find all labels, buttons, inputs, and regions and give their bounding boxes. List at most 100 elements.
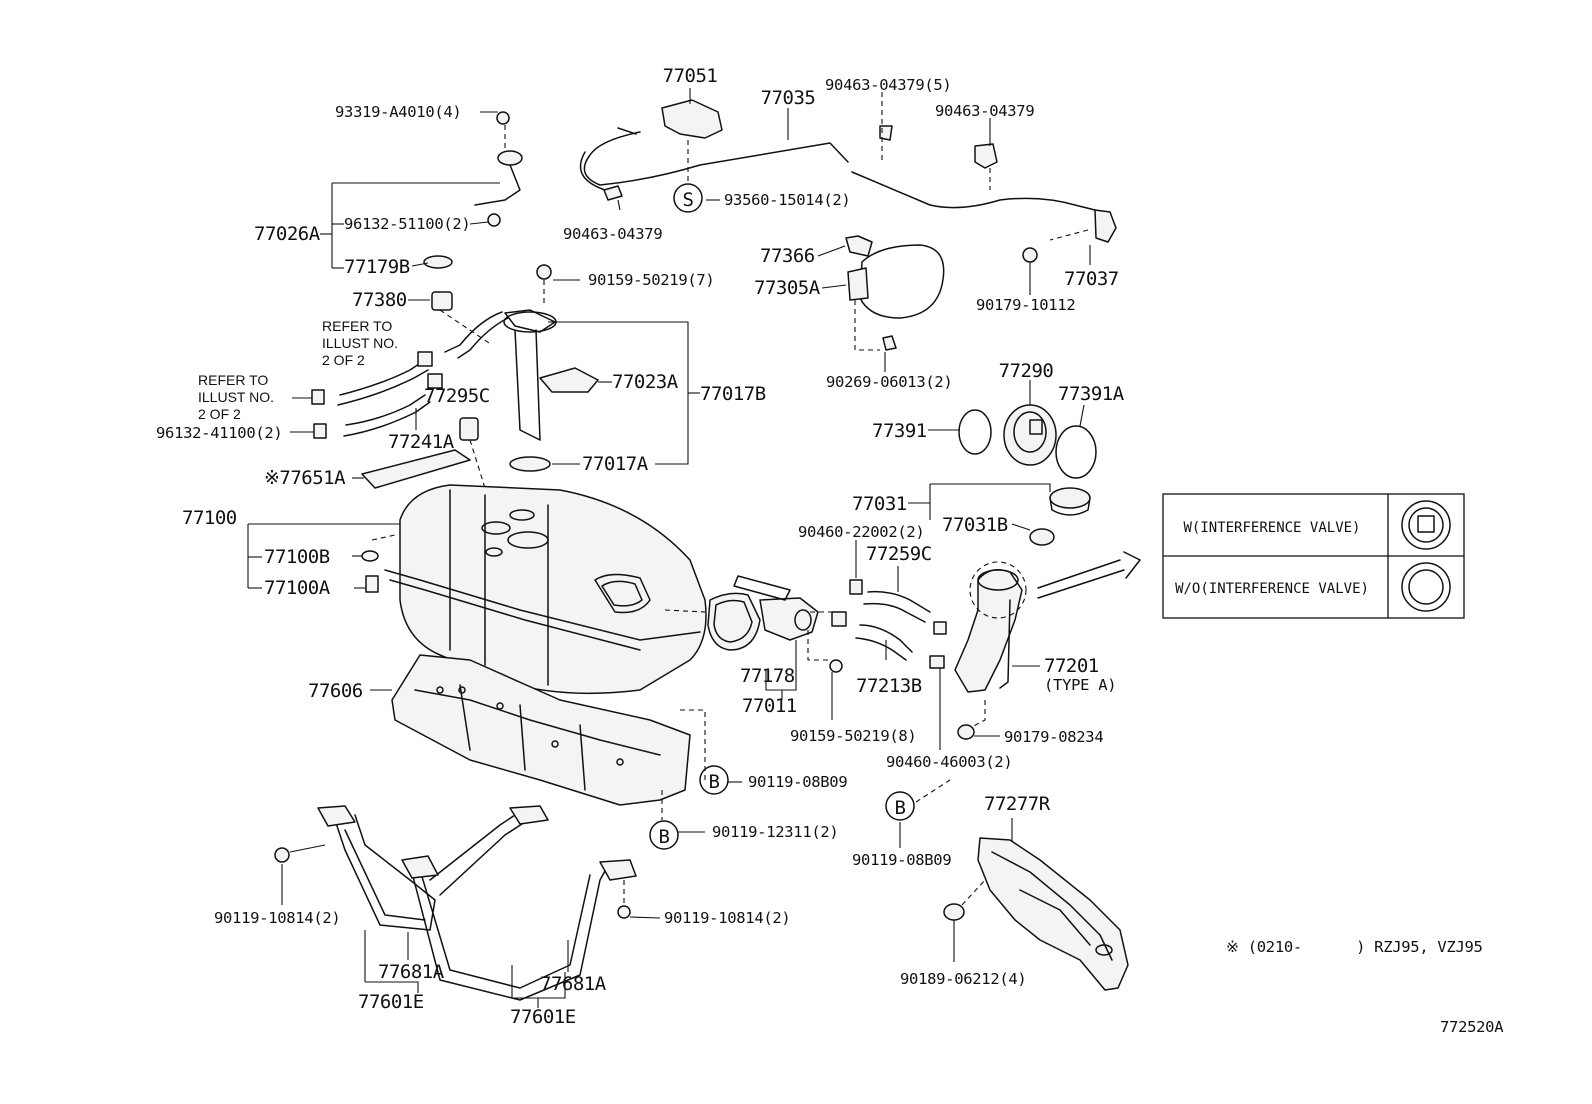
label-77277r: 77277R — [984, 793, 1051, 815]
footnote: ※ (0210- ) RZJ95, VZJ95 — [1226, 938, 1483, 956]
label-77035: 77035 — [761, 87, 816, 109]
label-77601e-right: 77601E — [510, 1006, 576, 1028]
label-77606: 77606 — [308, 680, 363, 702]
label-77017a: 77017A — [582, 453, 649, 475]
label-77100a: 77100A — [264, 577, 331, 599]
marker-s: S — [683, 189, 694, 211]
label-77380: 77380 — [352, 289, 407, 311]
label-90463-04379-left: 90463-04379 — [563, 225, 662, 243]
hinge-77366 — [845, 235, 873, 257]
pipe-77011 — [759, 597, 819, 641]
label-90463-04379-5: 90463-04379(5) — [825, 76, 951, 94]
gasket-77031B — [1029, 528, 1055, 546]
valve-77380 — [431, 291, 453, 311]
label-90179-10112: 90179-10112 — [976, 296, 1075, 314]
label-90119-10814-right: 90119-10814(2) — [664, 909, 790, 927]
label-77241a: 77241A — [388, 431, 455, 453]
filler-pipe-group — [664, 540, 947, 720]
label-77031: 77031 — [852, 493, 907, 515]
label-77100: 77100 — [182, 507, 237, 529]
label-77681a-left: 77681A — [378, 961, 445, 983]
pump-assembly — [444, 264, 700, 472]
label-77201-type: (TYPE A) — [1044, 676, 1116, 694]
label-77179b: 77179B — [344, 256, 410, 278]
interference-valve-table — [1162, 493, 1465, 619]
fuel-tank-77100 — [247, 484, 707, 695]
marker-b-3: B — [895, 797, 906, 819]
label-90179-08234: 90179-08234 — [1004, 728, 1103, 746]
label-90119-12311: 90119-12311(2) — [712, 823, 838, 841]
sender-77026A — [320, 150, 523, 269]
label-90460-46003: 90460-46003(2) — [886, 753, 1012, 771]
label-93560-15014: 93560-15014(2) — [724, 191, 850, 209]
label-77366: 77366 — [760, 245, 815, 267]
label-77681a-right: 77681A — [540, 973, 607, 995]
screw-icon — [496, 111, 510, 125]
lever-77051 — [661, 99, 723, 139]
label-77037: 77037 — [1064, 268, 1119, 290]
label-77213b: 77213B — [856, 675, 922, 697]
tank-straps — [274, 805, 661, 1008]
cap-rings — [928, 380, 1097, 479]
label-77051: 77051 — [663, 65, 718, 87]
refer-note-1-line3: 2 OF 2 — [322, 352, 365, 368]
label-77391a: 77391A — [1058, 383, 1125, 405]
marker-b-2: B — [659, 826, 670, 848]
label-77290: 77290 — [999, 360, 1054, 382]
label-90463-04379-right: 90463-04379 — [935, 102, 1034, 120]
label-90119-10814-left: 90119-10814(2) — [214, 909, 340, 927]
refer-note-2-line2: ILLUST NO. — [198, 389, 274, 405]
refer-note-1-line1: REFER TO — [322, 318, 392, 334]
label-90159-50219-8: 90159-50219(8) — [790, 727, 916, 745]
label-96132-51100: 96132-51100(2) — [344, 215, 470, 233]
lid-opener-77037 — [1094, 209, 1117, 243]
label-77305a: 77305A — [754, 277, 821, 299]
marker-s-circle — [673, 183, 703, 213]
valve-77295C — [459, 417, 479, 441]
marker-b-circle-2 — [649, 820, 679, 850]
label-90119-08b09-b: 90119-08B09 — [852, 851, 951, 869]
label-77031b: 77031B — [942, 514, 1008, 536]
hoses-left — [290, 291, 496, 521]
fuel-lid-cable-assembly — [579, 99, 1117, 243]
insulator-77277R — [943, 818, 1129, 991]
bracket-77023A — [539, 367, 599, 393]
label-77601e-left: 77601E — [358, 991, 424, 1013]
label-77201: 77201 — [1044, 655, 1099, 677]
marker-b-circle-1 — [699, 765, 729, 795]
table-row-without-valve: W/O(INTERFERENCE VALVE) — [1175, 581, 1369, 597]
filler-neck-77201 — [939, 551, 1141, 750]
label-77391: 77391 — [872, 420, 927, 442]
cover-77290 — [1003, 404, 1057, 466]
fuel-lid — [817, 235, 1038, 372]
label-77178: 77178 — [740, 665, 795, 687]
label-93319-a4010: 93319-A4010(4) — [335, 103, 461, 121]
label-77259c: 77259C — [866, 543, 932, 565]
label-90159-50219-7: 90159-50219(7) — [588, 271, 714, 289]
pad-77651A — [361, 449, 471, 489]
table-row-with-valve: W(INTERFERENCE VALVE) — [1183, 520, 1360, 536]
fuel-cap — [908, 483, 1091, 546]
label-77026a: 77026A — [254, 223, 321, 245]
refer-note-1-line2: ILLUST NO. — [322, 335, 398, 351]
label-96132-41100: 96132-41100(2) — [156, 424, 282, 442]
label-90269-06013: 90269-06013(2) — [826, 373, 952, 391]
label-77100b: 77100B — [264, 546, 330, 568]
label-77011: 77011 — [742, 695, 797, 717]
label-77295c: 77295C — [424, 385, 490, 407]
label-90119-08b09-a: 90119-08B09 — [748, 773, 847, 791]
ring-77391 — [958, 409, 992, 455]
ring-77391A — [1055, 425, 1097, 479]
gasket-77017A — [509, 456, 551, 472]
label-90189-06212: 90189-06212(4) — [900, 970, 1026, 988]
marker-b-circle-3 — [885, 791, 915, 821]
label-77023a: 77023A — [612, 371, 679, 393]
label-77017b: 77017B — [700, 383, 766, 405]
refer-note-2-line3: 2 OF 2 — [198, 406, 241, 422]
tank-protector-77606 — [370, 654, 706, 820]
label-77651a: ※77651A — [264, 467, 346, 489]
label-90460-22002: 90460-22002(2) — [798, 523, 924, 541]
marker-b-1: B — [709, 771, 720, 793]
